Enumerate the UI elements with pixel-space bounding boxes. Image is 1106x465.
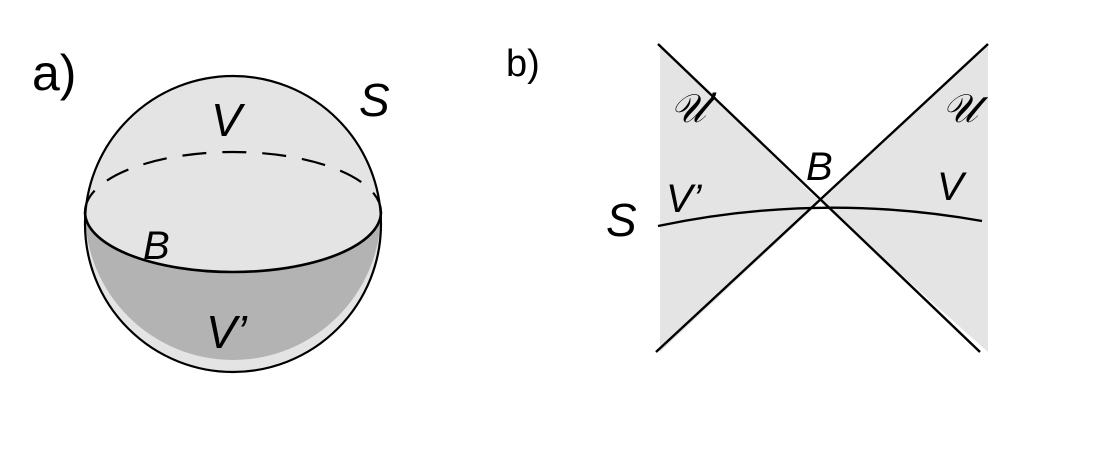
upper-region-label: V — [211, 94, 246, 146]
surface-curve — [657, 206, 983, 228]
right-region-label: V — [937, 165, 967, 209]
lower-hemisphere — [85, 212, 381, 360]
left-region-label: V’ — [666, 177, 703, 221]
left-wedge-label: 𝒰’ — [670, 86, 719, 132]
right-wedge — [820, 45, 988, 352]
boundary-label-b: B — [806, 145, 833, 189]
panel-b: b) 𝒰’ 𝒰 B V’ V S — [506, 43, 989, 353]
boundary-label-a: B — [143, 224, 170, 268]
left-wedge — [660, 45, 820, 352]
diagonal-up — [655, 43, 989, 353]
panel-a: a) V B V’ S — [32, 45, 390, 374]
lower-region-label: V’ — [206, 306, 248, 358]
panel-b-label: b) — [506, 43, 540, 85]
equator-front — [83, 211, 383, 274]
sphere-outline — [83, 74, 383, 374]
diagonal-down — [657, 43, 981, 353]
panel-a-label: a) — [32, 45, 76, 101]
equator-back — [83, 150, 383, 213]
surface-label-b: S — [606, 194, 637, 246]
surface-label-a: S — [359, 74, 390, 126]
